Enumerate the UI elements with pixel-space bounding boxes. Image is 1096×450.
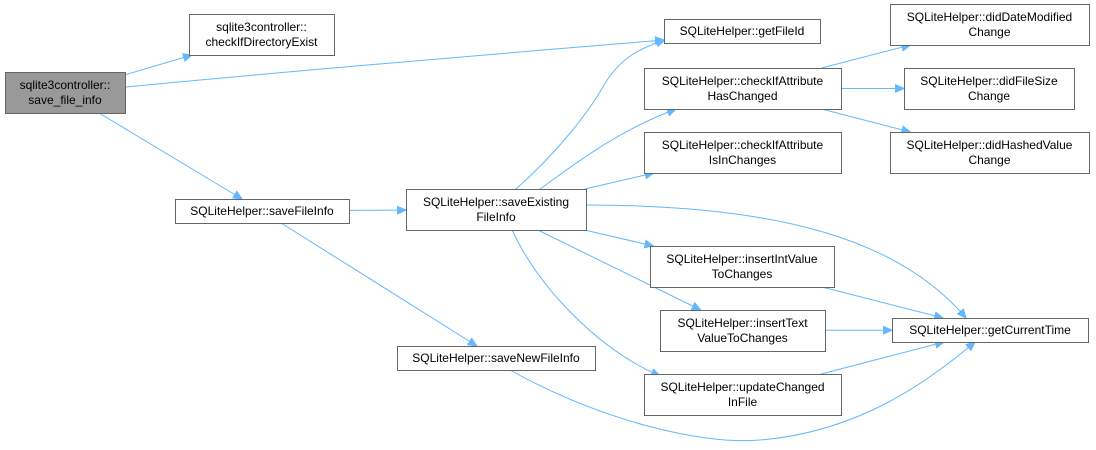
- edge-saveExisting-to-insertText: [537, 229, 701, 310]
- node-label: SQLiteHelper::saveExisting: [423, 195, 569, 209]
- node-label: SQLiteHelper::didHashedValue: [907, 138, 1073, 152]
- node-label: InFile: [728, 395, 758, 409]
- edge-insertInt-to-getCurrentTime: [821, 286, 943, 318]
- node-getFileId[interactable]: SQLiteHelper::getFileId: [664, 19, 821, 44]
- node-label: Change: [968, 153, 1010, 167]
- node-saveNewFileInfo[interactable]: SQLiteHelper::saveNewFileInfo: [397, 346, 596, 371]
- node-checkAttrInChanges[interactable]: SQLiteHelper::checkIfAttributeIsInChange…: [644, 132, 842, 174]
- node-label: save_file_info: [28, 93, 102, 107]
- edge-root-to-checkDir: [124, 55, 192, 76]
- edge-root-to-getFileId: [125, 40, 664, 88]
- node-box: [890, 4, 1090, 46]
- node-label: SQLiteHelper::getFileId: [680, 24, 805, 38]
- nodes-layer: sqlite3controller::save_file_infosqlite3…: [5, 4, 1090, 416]
- node-label: SQLiteHelper::checkIfAttribute: [662, 74, 824, 88]
- node-box: [644, 374, 842, 416]
- node-box: [650, 246, 835, 288]
- edge-saveNewFileInfo-to-getCurrentTime: [509, 342, 975, 442]
- node-box: [890, 132, 1090, 174]
- node-box: [664, 19, 821, 44]
- node-label: Change: [968, 25, 1010, 39]
- edge-saveExisting-to-getCurrentTime: [585, 204, 966, 318]
- node-root[interactable]: sqlite3controller::save_file_info: [5, 72, 126, 114]
- edge-saveExisting-to-checkAttrChanged: [539, 109, 676, 190]
- edge-saveExisting-to-insertInt: [584, 229, 654, 246]
- node-label: FileInfo: [476, 210, 516, 224]
- node-label: SQLiteHelper::didFileSize: [920, 74, 1058, 88]
- node-label: sqlite3controller::: [216, 20, 307, 34]
- node-label: SQLiteHelper::insertIntValue: [666, 252, 818, 266]
- node-box: [397, 346, 596, 371]
- node-label: ValueToChanges: [697, 331, 788, 345]
- edge-saveExisting-to-checkAttrInChanges: [584, 173, 654, 190]
- node-label: SQLiteHelper::saveFileInfo: [190, 204, 334, 218]
- node-label: checkIfDirectoryExist: [205, 35, 318, 49]
- node-box: [406, 189, 587, 231]
- node-label: SQLiteHelper::getCurrentTime: [909, 323, 1071, 337]
- edge-saveExisting-to-getFileId: [515, 40, 665, 190]
- node-saveFileInfo[interactable]: SQLiteHelper::saveFileInfo: [175, 199, 350, 224]
- edge-root-to-saveFileInfo: [98, 112, 242, 199]
- node-checkDir[interactable]: sqlite3controller::checkIfDirectoryExist: [189, 14, 335, 56]
- node-box: [644, 132, 842, 174]
- edge-checkAttrChanged-to-didDate: [821, 45, 911, 69]
- node-box: [904, 68, 1075, 110]
- edge-saveExisting-to-updateChanged: [511, 229, 660, 376]
- node-label: SQLiteHelper::insertText: [677, 316, 808, 330]
- node-label: SQLiteHelper::didDateModified: [907, 10, 1072, 24]
- node-label: Change: [968, 89, 1010, 103]
- node-box: [175, 199, 350, 224]
- node-box: [189, 14, 335, 56]
- node-box: [892, 318, 1089, 343]
- edge-updateChanged-to-getCurrentTime: [821, 342, 944, 375]
- edges-layer: [98, 40, 975, 442]
- node-label: SQLiteHelper::updateChanged: [660, 380, 824, 394]
- node-box: [660, 310, 826, 352]
- edge-saveFileInfo-to-saveNewFileInfo: [280, 222, 477, 346]
- node-label: HasChanged: [707, 89, 777, 103]
- node-box: [644, 68, 842, 110]
- node-label: SQLiteHelper::saveNewFileInfo: [412, 351, 580, 365]
- node-label: SQLiteHelper::checkIfAttribute: [662, 138, 824, 152]
- node-label: sqlite3controller::: [20, 78, 111, 92]
- node-label: ToChanges: [712, 267, 773, 281]
- node-label: IsInChanges: [709, 153, 776, 167]
- edge-checkAttrChanged-to-didHash: [821, 108, 911, 132]
- node-getCurrentTime[interactable]: SQLiteHelper::getCurrentTime: [892, 318, 1089, 343]
- node-box: [5, 72, 126, 114]
